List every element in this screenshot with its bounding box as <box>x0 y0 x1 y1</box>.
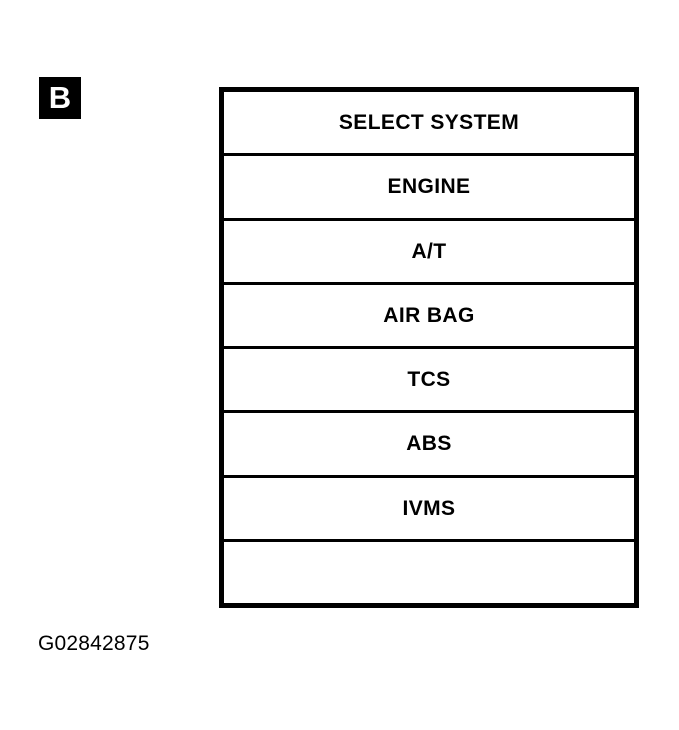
figure-caption: G02842875 <box>38 632 150 655</box>
menu-header-row: SELECT SYSTEM <box>224 92 634 157</box>
menu-header-label: SELECT SYSTEM <box>338 111 520 135</box>
menu-item-air-bag[interactable]: AIR BAG <box>224 284 634 349</box>
menu-item-engine[interactable]: ENGINE <box>224 156 634 221</box>
menu-item-tcs[interactable]: TCS <box>224 349 634 414</box>
menu-item-label: ENGINE <box>387 175 471 199</box>
menu-item-label: AIR BAG <box>383 303 475 327</box>
figure-label-badge: B <box>39 77 81 119</box>
menu-item-label: A/T <box>411 239 447 263</box>
select-system-menu-panel: SELECT SYSTEM ENGINE A/T AIR BAG TCS ABS… <box>219 87 639 608</box>
figure-label-letter: B <box>48 79 72 115</box>
menu-item-label: ABS <box>406 432 452 456</box>
menu-item-label: TCS <box>407 368 451 392</box>
menu-item-at[interactable]: A/T <box>224 220 634 285</box>
menu-item-label: IVMS <box>402 496 456 520</box>
menu-item-abs[interactable]: ABS <box>224 413 634 478</box>
menu-item-blank[interactable] <box>224 541 634 603</box>
menu-item-ivms[interactable]: IVMS <box>224 477 634 542</box>
